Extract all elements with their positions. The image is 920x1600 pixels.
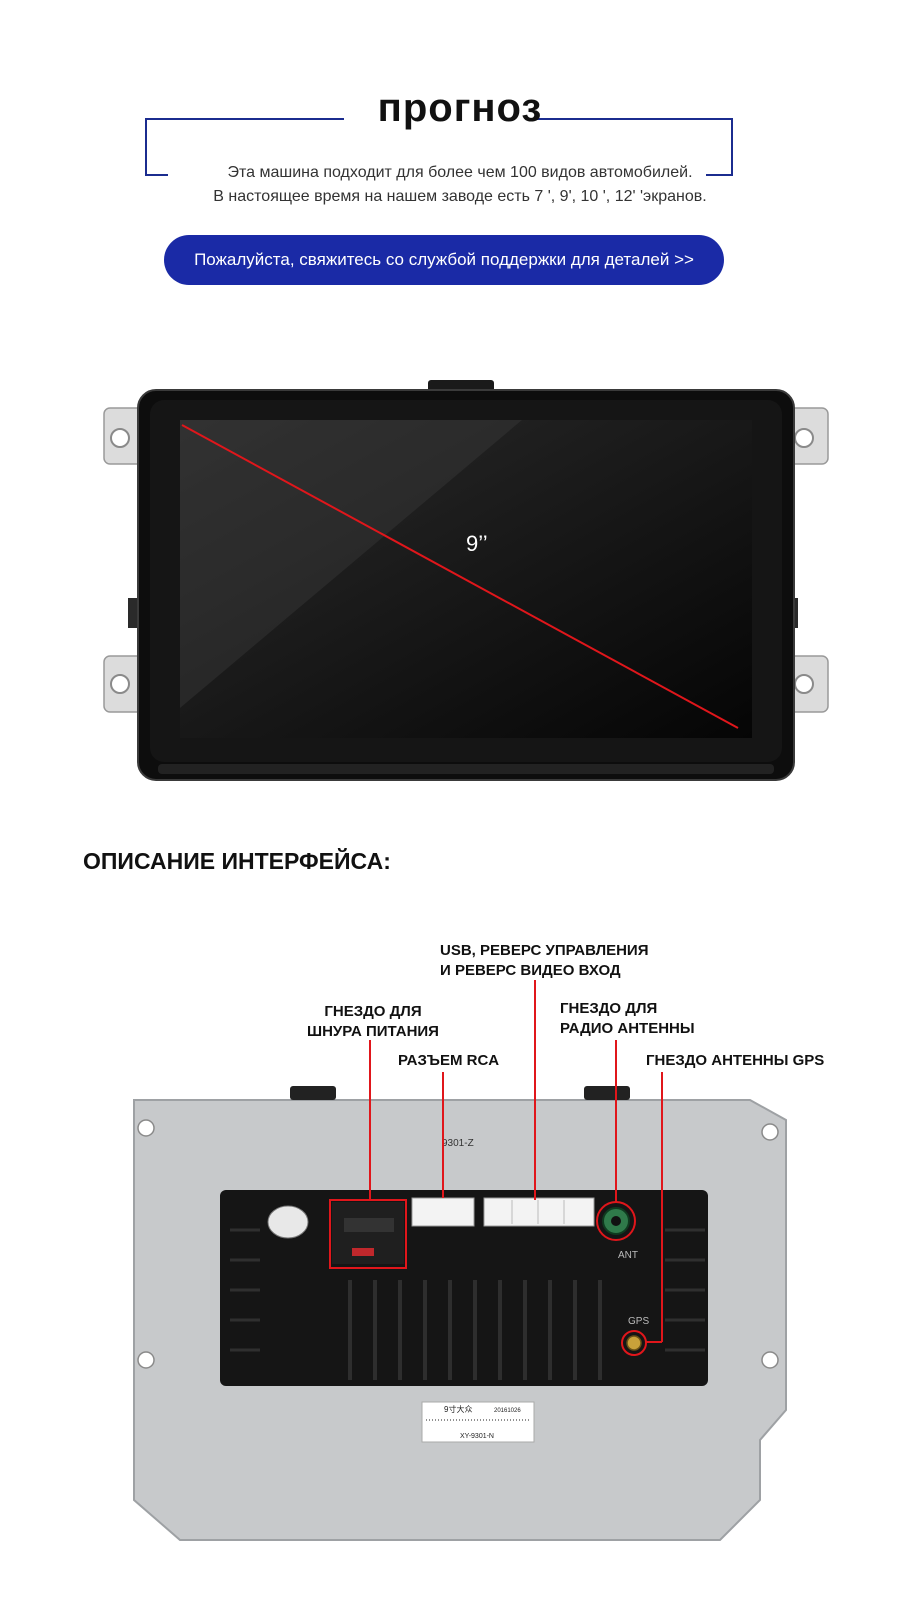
callout-usb-line2: И РЕВЕРС ВИДЕО ВХОД: [440, 962, 621, 979]
callout-usb: USB, РЕВЕРС УПРАВЛЕНИЯ И РЕВЕРС ВИДЕО ВХ…: [440, 941, 649, 981]
sticker-label-3: XY-9301-N: [460, 1433, 494, 1440]
model-marking: 9301-Z: [442, 1138, 474, 1149]
ant-marking: ANT: [618, 1250, 638, 1261]
callout-power-line1: ГНЕЗДО ДЛЯ: [324, 1003, 422, 1020]
screen-sizes-text: В настоящее время на нашем заводе есть 7…: [213, 188, 707, 205]
sticker-label-1: 9寸大众: [444, 1404, 472, 1414]
compatibility-text: Эта машина подходит для более чем 100 ви…: [227, 164, 693, 181]
title-frame: [145, 118, 733, 176]
contact-support-button[interactable]: Пожалуйста, свяжитесь со службой поддерж…: [164, 235, 724, 285]
callout-radio-line2: РАДИО АНТЕННЫ: [560, 1020, 695, 1037]
callout-radio-line1: ГНЕЗДО ДЛЯ: [560, 1000, 658, 1017]
callout-power-line2: ШНУРА ПИТАНИЯ: [307, 1023, 439, 1040]
sticker-label-2: 20161026: [494, 1408, 521, 1414]
screen-size-label: 9’’: [466, 531, 488, 556]
page-title: прогноз: [377, 86, 543, 130]
callout-radio: ГНЕЗДО ДЛЯ РАДИО АНТЕННЫ: [560, 999, 695, 1039]
callout-rca: РАЗЪЕМ RCA: [398, 1052, 500, 1069]
head-unit-back-image: 9301-Z ANT GPS 9寸大众 20161026 XY-9301-N: [133, 1086, 787, 1541]
gps-marking: GPS: [628, 1316, 649, 1327]
callout-gps: ГНЕЗДО АНТЕННЫ GPS: [646, 1052, 825, 1069]
callout-usb-line1: USB, РЕВЕРС УПРАВЛЕНИЯ: [440, 942, 649, 959]
callout-power: ГНЕЗДО ДЛЯ ШНУРА ПИТАНИЯ: [300, 1002, 446, 1042]
head-unit-front-image: [103, 380, 829, 781]
interface-heading: ОПИСАНИЕ ИНТЕРФЕЙСА:: [83, 848, 391, 874]
